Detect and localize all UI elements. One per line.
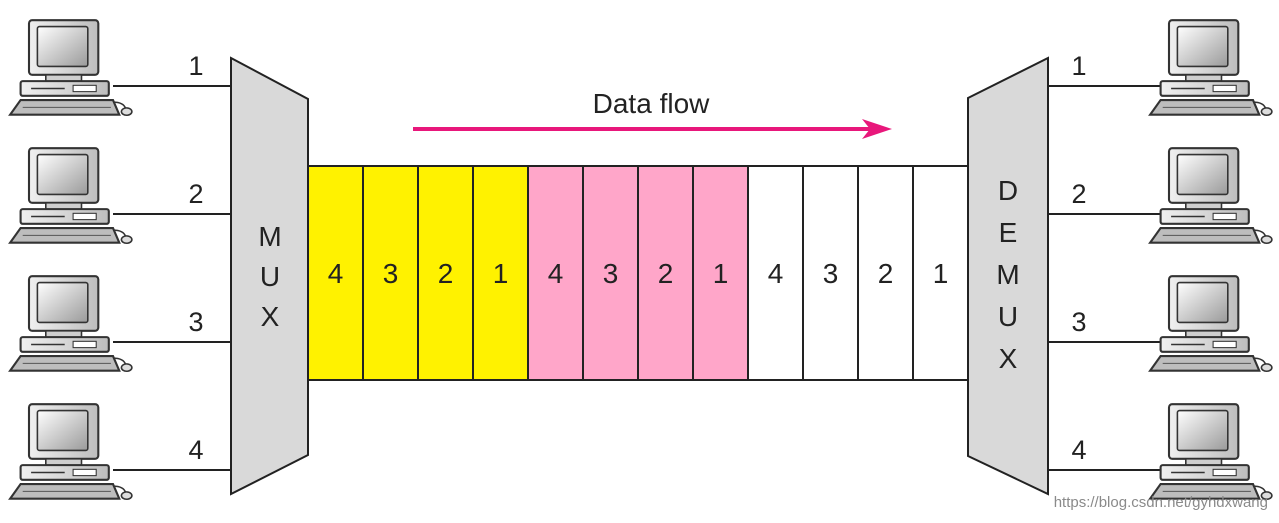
mux-block: [230, 56, 309, 496]
time-slot-label: 3: [603, 258, 619, 289]
computer-icon: [1149, 19, 1273, 117]
computer-icon: [1149, 147, 1273, 245]
demux-block: [967, 56, 1049, 496]
input-terminals: [9, 19, 133, 501]
time-slot-label: 4: [768, 258, 784, 289]
computer-icon: [9, 403, 133, 501]
output-lines: [1048, 85, 1163, 471]
demux-letter: E: [999, 217, 1018, 248]
time-slot-label: 2: [438, 258, 454, 289]
flow-arrow-icon: [862, 119, 892, 139]
watermark: https://blog.csdn.net/gyhdxwang: [1054, 494, 1268, 511]
mux-letter: X: [261, 301, 280, 332]
output-port-label: 4: [1071, 435, 1086, 465]
demux-letter: M: [996, 259, 1019, 290]
demux-letter: X: [999, 343, 1018, 374]
input-port-label: 2: [188, 179, 203, 209]
input-port-label: 1: [188, 51, 203, 81]
output-port-label: 3: [1071, 307, 1086, 337]
time-slot: [692, 165, 749, 381]
computer-icon: [9, 19, 133, 117]
demux-letter: D: [998, 175, 1018, 206]
time-slot-label: 2: [658, 258, 674, 289]
time-slot-label: 4: [328, 258, 344, 289]
time-slot-label: 4: [548, 258, 564, 289]
computer-icon: [1149, 403, 1273, 501]
mux-letter: U: [260, 261, 280, 292]
time-slot-label: 3: [823, 258, 839, 289]
output-port-label: 2: [1071, 179, 1086, 209]
time-slot-label: 1: [933, 258, 949, 289]
time-slot: [857, 165, 914, 381]
input-port-label: 4: [188, 435, 203, 465]
computer-icon: [1149, 275, 1273, 373]
computer-icon: [9, 275, 133, 373]
time-slot-label: 2: [878, 258, 894, 289]
mux-letter: M: [258, 221, 281, 252]
computer-icon: [9, 147, 133, 245]
output-terminals: [1149, 19, 1273, 501]
time-slot-label: 3: [383, 258, 399, 289]
demux-letter: U: [998, 301, 1018, 332]
input-port-label: 3: [188, 307, 203, 337]
time-slot-label: 1: [713, 258, 729, 289]
input-lines: [113, 85, 231, 471]
flow-label: Data flow: [593, 88, 710, 119]
frame-stream: 4 3 2 1 4 3 2 1 4 3 2 1: [307, 165, 969, 381]
time-slot-label: 1: [493, 258, 509, 289]
output-port-label: 1: [1071, 51, 1086, 81]
